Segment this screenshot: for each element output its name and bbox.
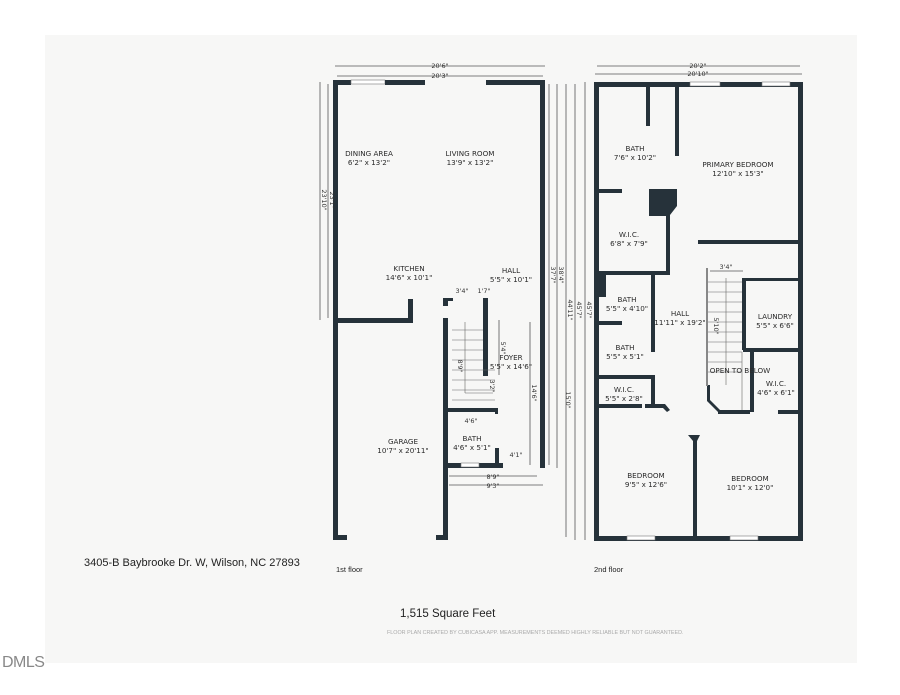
room-name: BATH: [625, 144, 644, 153]
dimension-label: 23'1": [328, 191, 336, 208]
second-floor-plan: BATH 7'6" x 10'2" PRIMARY BEDROOM 12'10"…: [584, 62, 803, 541]
dimension-label: 45'7": [585, 301, 593, 318]
first-floor-plan: DINING AREA 6'2" x 13'2" LIVING ROOM 13'…: [319, 62, 583, 540]
disclaimer: FLOOR PLAN CREATED BY CUBICASA APP. MEAS…: [387, 630, 684, 636]
room-name: KITCHEN: [393, 264, 424, 273]
room-name: BATH: [615, 343, 634, 352]
room-name: HALL: [502, 266, 520, 275]
room-size: 12'10" x 15'3": [712, 169, 763, 178]
room-size: 11'11" x 19'2": [654, 318, 705, 327]
room-size: 5'5" x 14'6": [490, 362, 532, 371]
room-name: W.I.C.: [619, 230, 639, 239]
property-address: 3405-B Baybrooke Dr. W, Wilson, NC 27893: [84, 557, 300, 569]
dimension-label: 8'9": [456, 359, 464, 372]
dimension-label: 9'3": [486, 482, 499, 490]
dimension-label: 4'1": [509, 451, 522, 459]
room-name: W.I.C.: [614, 385, 634, 394]
dimension-label: 5'10": [712, 317, 720, 334]
room-name: HALL: [671, 309, 689, 318]
room-name: W.I.C.: [766, 379, 786, 388]
room-size: 13'9" x 13'2": [447, 158, 494, 167]
total-square-feet: 1,515 Square Feet: [400, 608, 496, 620]
room-size: 5'5" x 5'1": [606, 352, 644, 361]
dimension-label: 3'2": [488, 379, 496, 392]
dimension-label: 20'6": [431, 62, 448, 70]
room-size: 5'5" x 2'8": [605, 394, 643, 403]
room-size: 4'6" x 5'1": [453, 443, 491, 452]
floor-caption-2: 2nd floor: [594, 565, 624, 574]
dimension-label: 44'11": [566, 299, 574, 320]
room-size: 14'6" x 10'1": [386, 273, 433, 282]
watermark-logo: DMLS: [2, 654, 45, 671]
dimension-label: 4'6": [464, 417, 477, 425]
dimension-label: 15'0": [564, 391, 572, 408]
dimension-label: 38'4": [557, 266, 565, 283]
dimension-label: 20'3": [431, 72, 448, 80]
room-size: 4'6" x 6'1": [757, 388, 795, 397]
room-size: 5'5" x 10'1": [490, 275, 532, 284]
room-name: BATH: [462, 434, 481, 443]
dimension-label: 23'10": [320, 189, 328, 210]
room-size: 5'5" x 6'6": [756, 321, 794, 330]
room-name: BEDROOM: [731, 474, 769, 483]
dimension-label: 45'7": [575, 301, 583, 318]
floor-plan-sheet: [45, 35, 857, 663]
room-size: 6'2" x 13'2": [348, 158, 390, 167]
room-size: 10'7" x 20'11": [377, 446, 428, 455]
dimension-label: 3'4": [719, 263, 732, 271]
room-size: 6'8" x 7'9": [610, 239, 648, 248]
dimension-label: 20'2": [689, 62, 706, 70]
room-name: LIVING ROOM: [446, 149, 495, 158]
room-name: LAUNDRY: [758, 312, 793, 321]
dimension-label: 14'6": [530, 384, 538, 401]
open-to-below-label: OPEN TO BELOW: [710, 366, 771, 375]
room-name: BEDROOM: [627, 471, 665, 480]
room-name: DINING AREA: [345, 149, 393, 158]
room-name: PRIMARY BEDROOM: [702, 160, 773, 169]
room-size: 7'6" x 10'2": [614, 153, 656, 162]
room-size: 5'5" x 4'10": [606, 304, 648, 313]
room-name: GARAGE: [388, 437, 419, 446]
dimension-label: 1'7": [477, 287, 490, 295]
dimension-label: 3'4": [455, 287, 468, 295]
room-name: FOYER: [499, 353, 522, 362]
dimension-label: 37'7": [549, 266, 557, 283]
room-size: 10'1" x 12'0": [727, 483, 774, 492]
dimension-label: 8'9": [486, 473, 499, 481]
room-size: 9'5" x 12'6": [625, 480, 667, 489]
dimension-label: 20'10": [687, 70, 708, 78]
floor-caption-1: 1st floor: [336, 565, 363, 574]
dimension-label: 5'4": [499, 341, 507, 354]
room-name: BATH: [617, 295, 636, 304]
